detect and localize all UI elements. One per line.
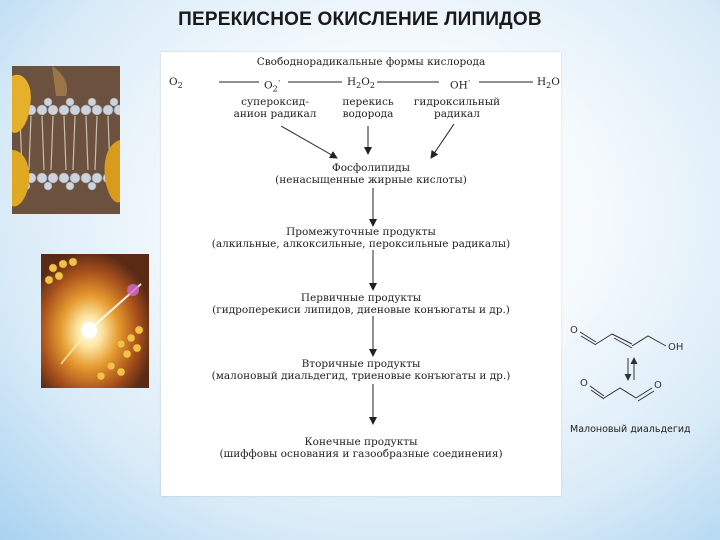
scheme-arrows bbox=[219, 81, 533, 425]
species-h2o2: H2O2 bbox=[347, 76, 375, 91]
stage-secondary: Вторичные продукты(малоновый диальдегид,… bbox=[211, 358, 511, 382]
stage-primary: Первичные продукты(гидроперекиси липидов… bbox=[212, 292, 510, 316]
label-superoxide: супероксид-анион радикал bbox=[233, 96, 317, 120]
species-hydroxyl: OH· bbox=[450, 77, 471, 92]
slide-title: ПЕРЕКИСНОЕ ОКИСЛЕНИЕ ЛИПИДОВ bbox=[178, 9, 542, 30]
hydroxyl-label: OH bbox=[668, 342, 683, 353]
oxygen-label-top: O bbox=[570, 325, 578, 336]
stage-final: Конечные продукты(шиффовы основания и га… bbox=[219, 436, 503, 460]
oxygen-label-left: O bbox=[580, 378, 588, 389]
malondialdehyde-structure: O OH O O bbox=[570, 325, 683, 402]
scheme-header: Свободнорадикальные формы кислорода bbox=[256, 56, 486, 68]
stage-intermediate: Промежуточные продукты(алкильные, алкокс… bbox=[211, 226, 511, 250]
species-o2: O2 bbox=[169, 76, 183, 91]
species-superoxide: O2· bbox=[264, 77, 281, 94]
stage-phospholipids: Фосфолипиды(ненасыщенные жирные кислоты) bbox=[275, 162, 467, 186]
species-water: H2O bbox=[537, 76, 560, 91]
structure-caption: Малоновый диальдегид bbox=[570, 424, 691, 435]
lipid-peroxidation-scheme: Свободнорадикальные формы кислорода O2 O… bbox=[161, 52, 561, 496]
lipid-oxidation-image bbox=[41, 254, 149, 388]
membrane-image bbox=[12, 66, 120, 214]
oxygen-label-right: O bbox=[654, 380, 662, 391]
